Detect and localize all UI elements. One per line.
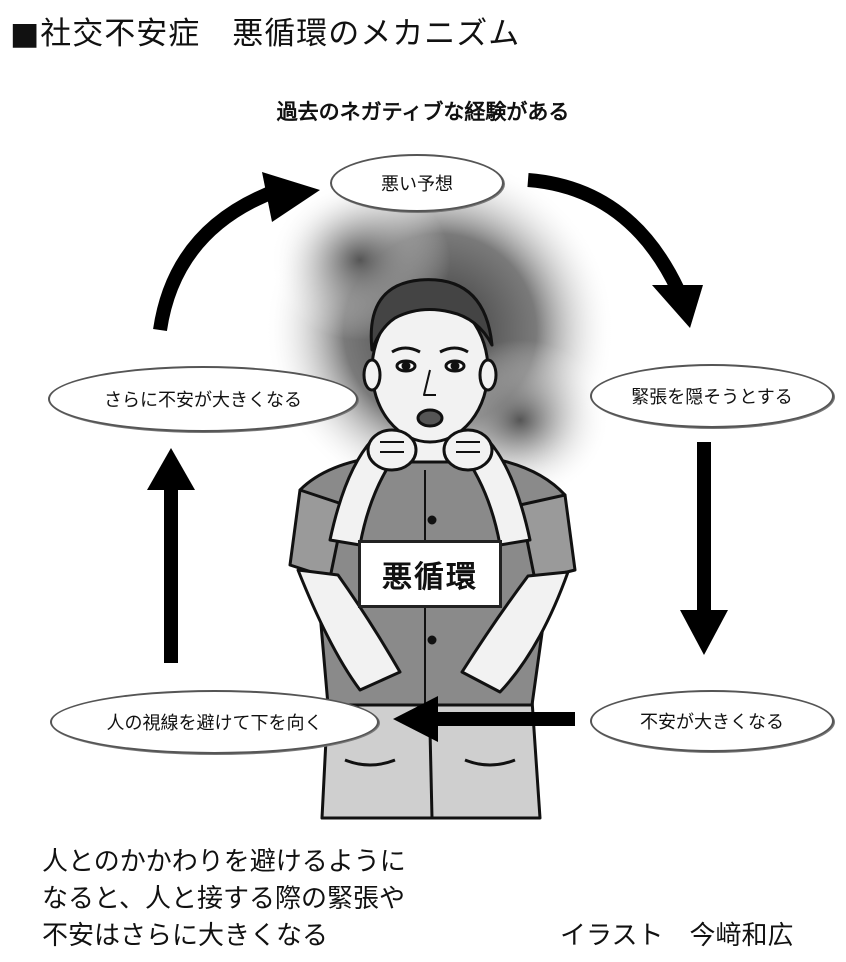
diagram-title: ■社交不安症 悪循環のメカニズム (10, 16, 521, 52)
arrow-to-hide-tension (527, 173, 685, 293)
node-bad-expectation: 悪い予想 (330, 154, 504, 212)
cycle-arrows (147, 172, 728, 742)
vicious-cycle-label: 悪循環 (358, 540, 502, 608)
arrow-to-more-anxiety (164, 485, 178, 663)
caption-line: 不安はさらに大きくなる (42, 921, 329, 951)
caption: 人とのかかわりを避けるように なると、人と接する際の緊張や 不安はさらに大きくな… (42, 844, 406, 955)
arrow-to-avoid-gaze (430, 712, 575, 726)
node-more-anxiety: さらに不安が大きくなる (48, 366, 358, 432)
node-anxiety-grows: 不安が大きくなる (590, 690, 834, 752)
node-hide-tension: 緊張を隠そうとする (590, 364, 834, 428)
arrowhead-to-avoid-gaze (393, 696, 438, 742)
arrowhead-to-anxiety-grows (680, 610, 728, 655)
caption-line: なると、人と接する際の緊張や (42, 884, 405, 914)
node-avoid-gaze: 人の視線を避けて下を向く (50, 690, 379, 754)
arrow-to-anxiety-grows (697, 442, 711, 614)
diagram-subtitle: 過去のネガティブな経験がある (276, 100, 570, 124)
caption-line: 人とのかかわりを避けるように (42, 847, 406, 877)
arrow-to-bad-expectation (153, 183, 281, 332)
anxious-person-illustration (288, 278, 577, 820)
arrowhead-to-more-anxiety (147, 448, 195, 490)
arrowhead-to-bad-expectation (262, 172, 320, 222)
illustration-credit: イラスト 今﨑和広 (560, 921, 794, 951)
arrowhead-to-hide-tension (652, 285, 703, 328)
